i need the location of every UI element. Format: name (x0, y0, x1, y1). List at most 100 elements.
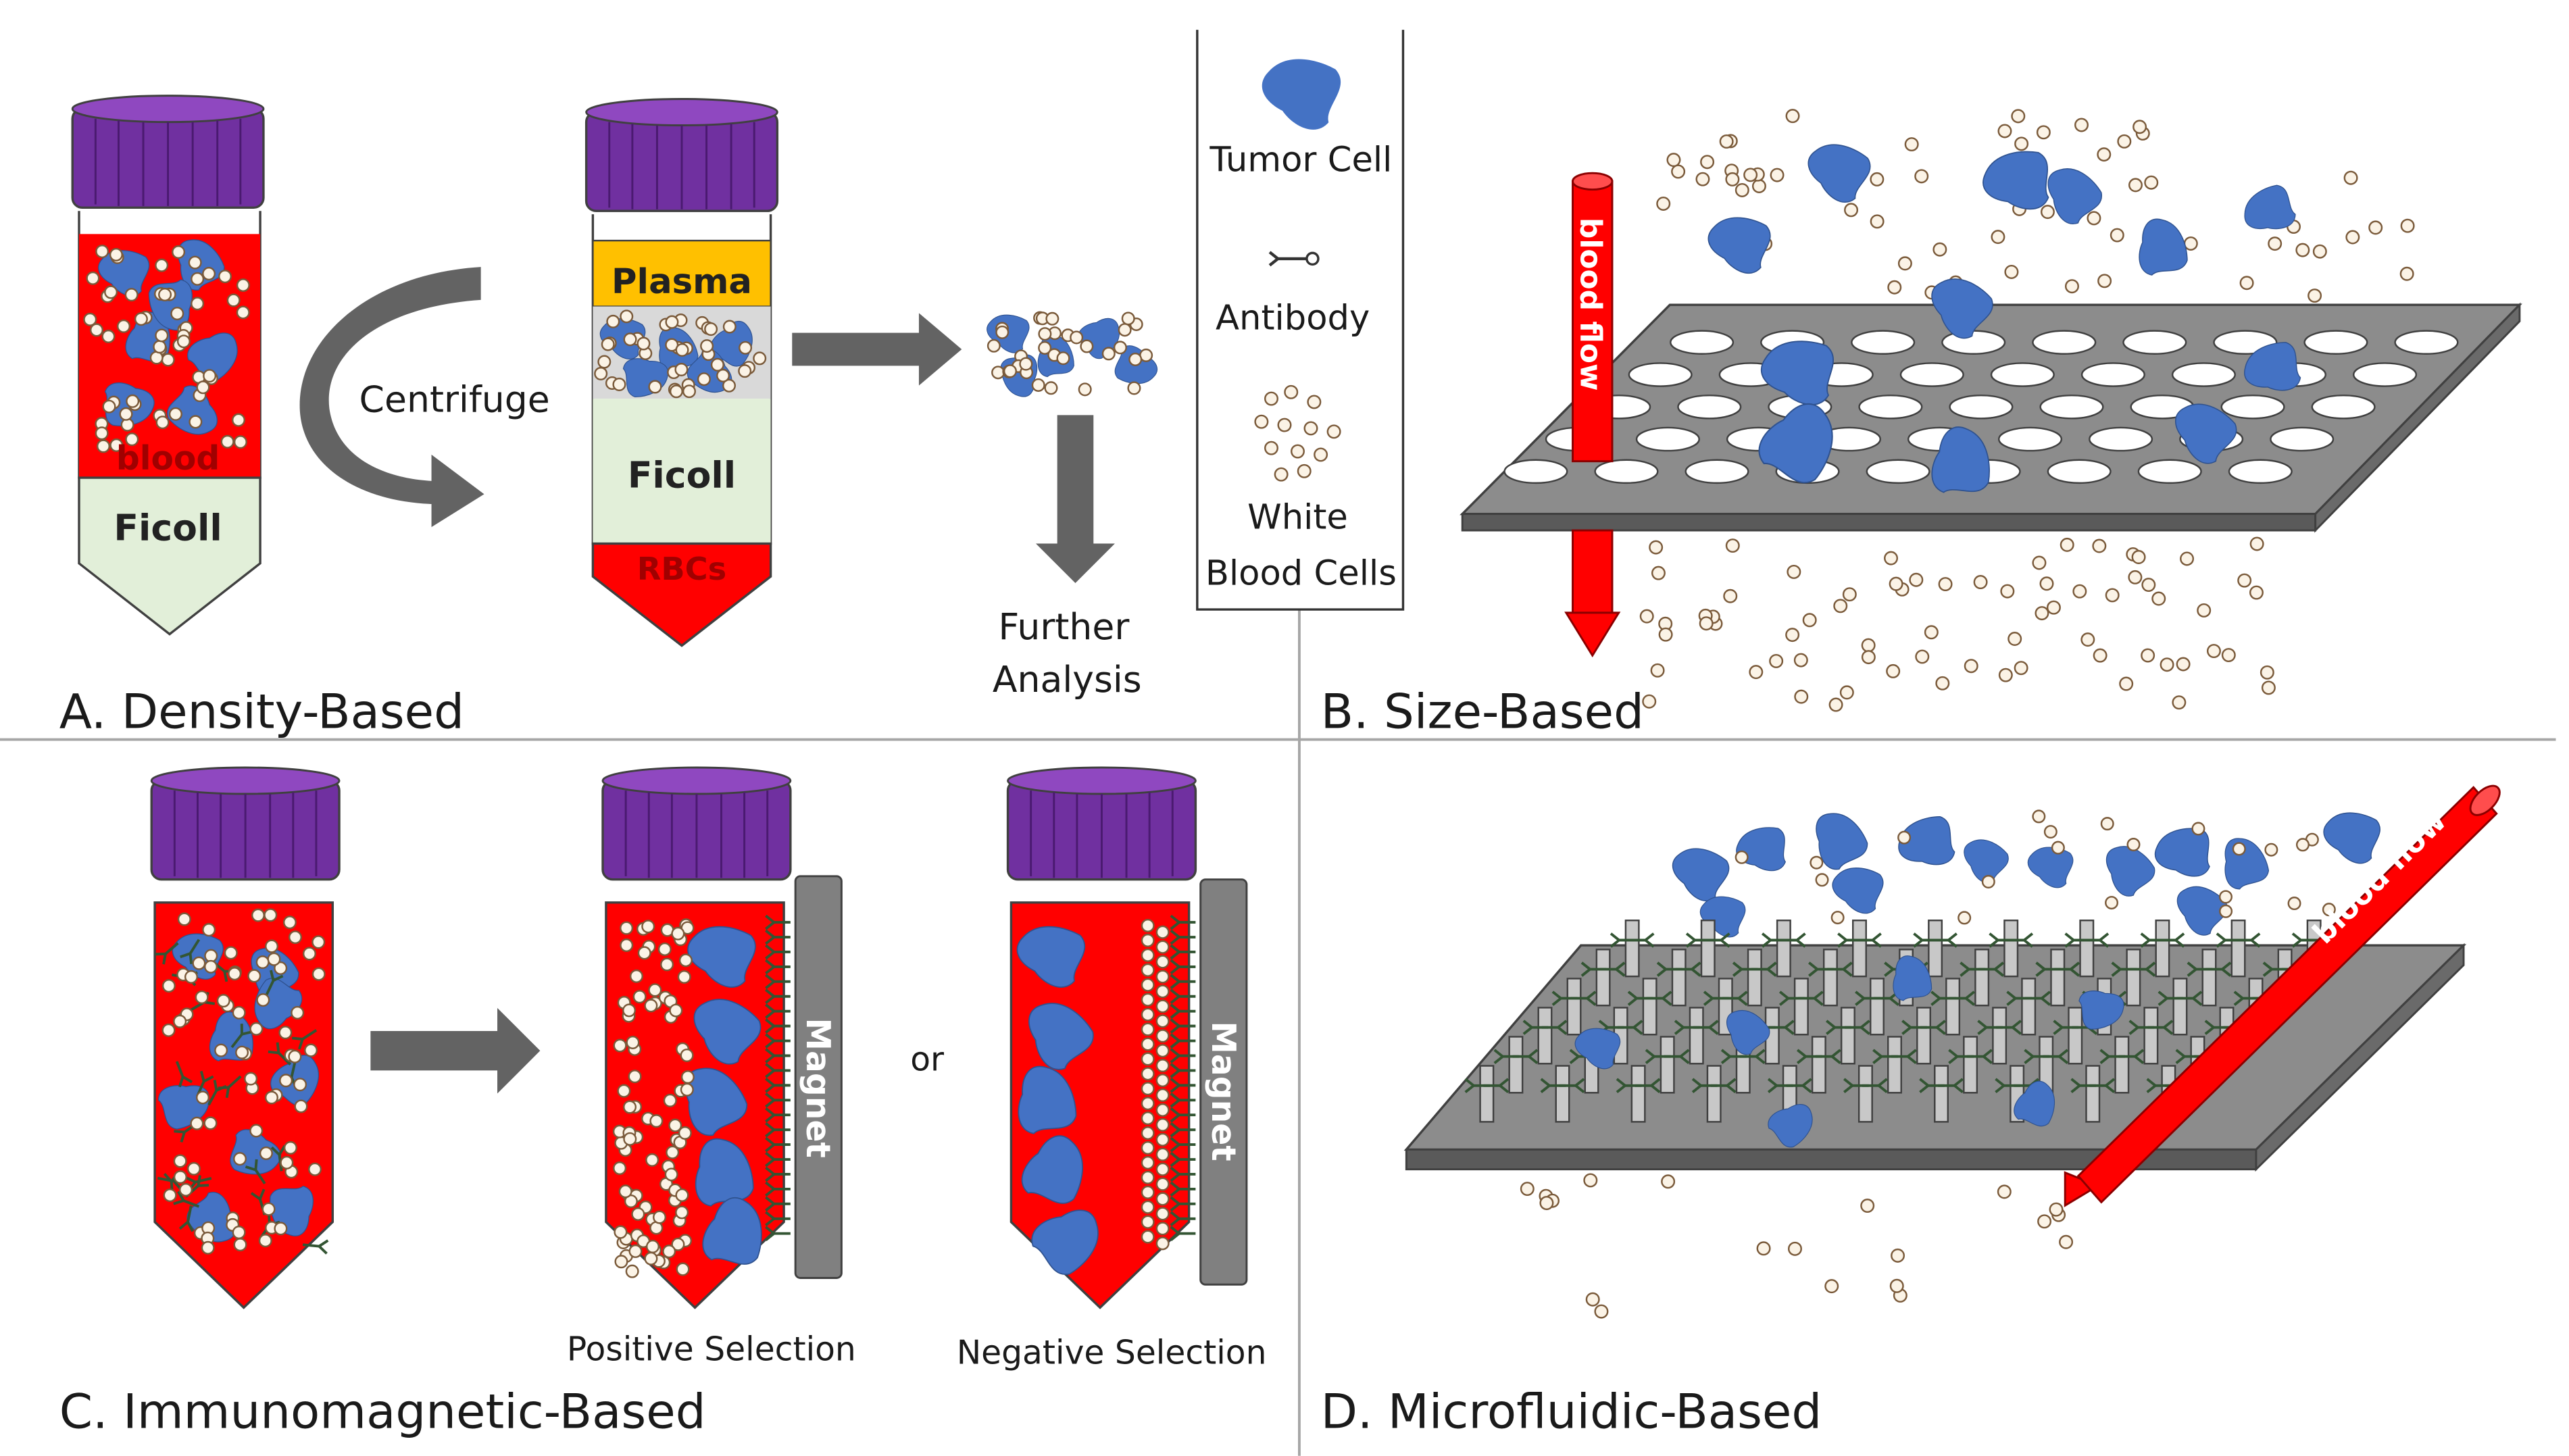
white-blood-cell (1887, 280, 1902, 295)
white-blood-cell (1756, 1241, 1771, 1256)
white-blood-cell (2039, 576, 2054, 591)
centrifuge-arrow-icon (299, 267, 484, 528)
panel-b-size: blood flow B. Size-Based (1321, 109, 2522, 740)
panel-c-immuno: Magnet or Magnet Positive Selection Nega… (59, 766, 1266, 1439)
filter-hole (1990, 362, 2055, 387)
white-blood-cell (178, 1182, 193, 1197)
filter-hole (2270, 426, 2335, 452)
white-blood-cell (1594, 1304, 1609, 1319)
pillar (1928, 920, 1943, 978)
tube-positive: Magnet (601, 766, 843, 1309)
white-blood-cell (2131, 550, 2146, 564)
pillar (2085, 1065, 2101, 1123)
white-blood-cell (704, 322, 718, 336)
white-blood-cell (669, 1003, 683, 1018)
white-blood-cell (1770, 168, 1785, 182)
white-blood-cell (2060, 537, 2074, 552)
white-blood-cell (2087, 211, 2101, 226)
white-blood-cell (2128, 570, 2143, 584)
white-blood-cell (1725, 538, 1740, 553)
white-blood-cell (644, 1251, 658, 1265)
white-blood-cell (594, 367, 608, 380)
white-blood-cell (2368, 220, 2383, 235)
white-blood-cell (2219, 904, 2233, 918)
filter-hole (2039, 394, 2104, 420)
white-blood-cell (1815, 873, 1829, 887)
white-blood-cell (2312, 244, 2327, 259)
white-blood-cell (173, 1170, 187, 1184)
white-blood-cell (1141, 1007, 1155, 1022)
white-blood-cell (1070, 330, 1084, 345)
pillar (1642, 978, 1657, 1036)
white-blood-cell (1785, 628, 1800, 643)
plasma-layer (592, 239, 772, 307)
white-blood-cell (1889, 1278, 1904, 1293)
or-label: or (910, 1040, 945, 1078)
tube-separated: Plasma Ficoll RBCs (584, 98, 779, 647)
white-blood-cell (2035, 606, 2049, 621)
filter-hole (1635, 426, 1700, 452)
white-blood-cell (83, 312, 97, 326)
white-blood-cell (1844, 203, 1859, 218)
white-blood-cell (675, 1205, 689, 1220)
white-blood-cell (2032, 555, 2047, 570)
pillar (1916, 1007, 1931, 1065)
white-blood-cell (1113, 341, 1127, 355)
white-blood-cell (657, 942, 672, 956)
white-blood-cell (1141, 978, 1155, 992)
white-blood-cell (104, 285, 118, 299)
white-blood-cell (86, 271, 100, 285)
legend-wbc-label-1: White (1247, 497, 1348, 538)
white-blood-cell (1861, 650, 1876, 665)
white-blood-cell (1078, 382, 1092, 397)
white-blood-cell (606, 314, 620, 328)
pillar (2126, 949, 2141, 1007)
white-blood-cell (1155, 984, 1170, 999)
white-blood-cell (2232, 842, 2246, 856)
white-blood-cell (645, 1239, 659, 1253)
white-blood-cell (203, 369, 217, 383)
tube1-blood-label: blood (116, 440, 220, 478)
white-blood-cell (1141, 1097, 1155, 1111)
white-blood-cell (1264, 391, 1278, 406)
white-blood-cell (738, 364, 752, 378)
pillar (1992, 1007, 2007, 1065)
white-blood-cell (1539, 1196, 1554, 1211)
pillar (1555, 1065, 1570, 1123)
white-blood-cell (1155, 1014, 1170, 1028)
white-blood-cell (622, 1003, 637, 1018)
white-blood-cell (648, 983, 662, 997)
cap-icon (71, 95, 265, 209)
white-blood-cell (304, 1043, 318, 1057)
white-blood-cell (2064, 279, 2079, 294)
white-blood-cell (1897, 256, 1912, 271)
plasma-label: Plasma (612, 261, 752, 302)
white-blood-cell (2043, 825, 2057, 839)
white-blood-cell (753, 351, 767, 366)
white-blood-cell (665, 315, 679, 329)
white-blood-cell (1935, 676, 1950, 691)
white-blood-cell (2237, 573, 2252, 588)
white-blood-cell (1141, 963, 1155, 977)
white-blood-cell (236, 278, 250, 293)
white-blood-cell (1932, 242, 1947, 257)
white-blood-cell (1141, 1082, 1155, 1096)
white-blood-cell (1785, 109, 1800, 124)
white-blood-cell (671, 926, 685, 940)
white-blood-cell (1661, 1174, 1676, 1189)
centrifuge-label: Centrifuge (359, 378, 550, 421)
white-blood-cell (2040, 205, 2055, 220)
white-blood-cell (173, 1154, 187, 1168)
white-blood-cell (218, 270, 232, 284)
white-blood-cell (2218, 890, 2233, 904)
white-blood-cell (224, 946, 238, 960)
white-blood-cell (274, 961, 288, 975)
white-blood-cell (2007, 632, 2022, 646)
filter-hole (1941, 330, 2006, 355)
tumor-cell (2093, 838, 2162, 904)
filter-hole (2394, 330, 2459, 355)
white-blood-cell (231, 413, 245, 427)
white-blood-cell (629, 969, 643, 983)
white-blood-cell (1155, 1044, 1170, 1058)
white-blood-cell (191, 272, 205, 286)
